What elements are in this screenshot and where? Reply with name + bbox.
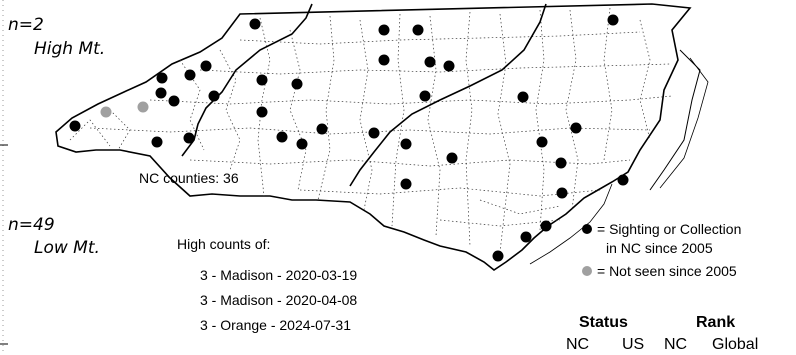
dot (296, 138, 308, 150)
dot (517, 91, 529, 103)
rank-nc: NC (664, 336, 688, 353)
dot (168, 95, 180, 107)
dot (419, 90, 431, 102)
dot (155, 87, 167, 99)
legend-recent-label-line2: in NC since 2005 (606, 240, 713, 256)
high-counts-heading: High counts of: (177, 236, 271, 252)
legend-old-label: = Not seen since 2005 (597, 263, 737, 279)
dot (69, 120, 81, 132)
dot (536, 136, 548, 148)
low-mt-region-label: Low Mt. (34, 238, 100, 258)
tick-rail (0, 0, 8, 355)
low-mt-n-label: n=49 (8, 215, 55, 235)
recent-sighting-dots (69, 14, 629, 262)
legend-recent-label: = Sighting or Collection (597, 221, 742, 237)
dot (100, 106, 112, 118)
dot (555, 157, 567, 169)
dot (617, 174, 629, 186)
piedmont-coastal-boundary (349, 3, 547, 187)
high-count-row: 3 - Madison - 2020-03-19 (200, 267, 358, 283)
dot (256, 74, 268, 86)
high-mt-region-label: High Mt. (34, 39, 106, 59)
dot (137, 101, 149, 113)
status-heading: Status (579, 314, 628, 331)
dot (151, 136, 163, 148)
county-count: NC counties: 36 (139, 170, 239, 186)
dot (412, 24, 424, 36)
dot (316, 123, 328, 135)
rank-global: Global (712, 336, 759, 353)
dot (443, 60, 455, 72)
dot (492, 250, 504, 262)
dot (400, 178, 412, 190)
high-mt-n-label: n=2 (8, 15, 44, 35)
dot (378, 54, 390, 66)
dot (249, 18, 261, 30)
dot (607, 14, 619, 26)
high-count-row: 3 - Madison - 2020-04-08 (200, 292, 358, 308)
mountain-piedmont-boundary (181, 3, 313, 157)
high-count-row: 3 - Orange - 2024-07-31 (200, 317, 351, 333)
dot (276, 131, 288, 143)
dot (400, 138, 412, 150)
dot (424, 56, 436, 68)
rank-heading: Rank (696, 314, 736, 331)
dot (570, 122, 582, 134)
dot (183, 132, 195, 144)
dot (200, 60, 212, 72)
dot (378, 24, 390, 36)
dot (291, 78, 303, 90)
dot (540, 220, 552, 232)
old-record-dots (100, 101, 149, 118)
legend-old-dot (582, 266, 592, 276)
dot (256, 106, 268, 118)
legend-recent-dot (582, 224, 592, 234)
dot (556, 187, 568, 199)
dot (368, 127, 380, 139)
status-us: US (622, 336, 645, 353)
dot (184, 69, 196, 81)
dot (446, 152, 458, 164)
dot (156, 72, 168, 84)
status-nc: NC (566, 336, 590, 353)
dot (520, 231, 532, 243)
dot (208, 90, 220, 102)
